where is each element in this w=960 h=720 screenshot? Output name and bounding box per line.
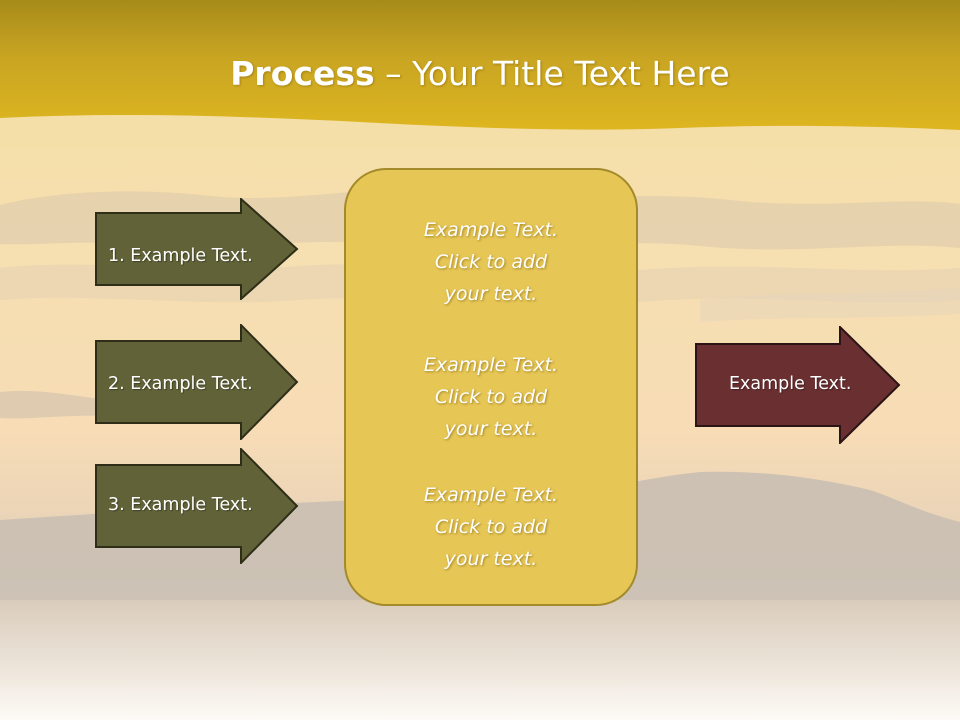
title-rest: Your Title Text Here	[412, 54, 730, 93]
center-text-line: Click to add	[434, 386, 548, 408]
center-text-box[interactable]: Example Text. Click to add your text. Ex…	[344, 168, 638, 606]
center-text-line: your text.	[444, 418, 538, 440]
center-text-line: your text.	[444, 548, 538, 570]
center-text-line: Example Text.	[423, 219, 559, 241]
center-text-line: Example Text.	[423, 354, 559, 376]
center-text-block-2: Example Text. Click to add your text.	[346, 349, 636, 445]
center-text-block-1: Example Text. Click to add your text.	[346, 214, 636, 310]
step-arrow-1[interactable]	[95, 198, 299, 300]
step-arrow-3[interactable]	[95, 448, 299, 564]
center-text-line: Click to add	[434, 251, 548, 273]
center-text-line: Click to add	[434, 516, 548, 538]
center-text-block-3: Example Text. Click to add your text.	[346, 479, 636, 575]
title-bold: Process	[230, 54, 375, 93]
output-arrow[interactable]	[695, 326, 901, 444]
step-label-3: 3. Example Text.	[108, 495, 253, 515]
center-text-line: Example Text.	[423, 484, 559, 506]
step-arrow-2[interactable]	[95, 324, 299, 440]
title-dash: –	[374, 54, 413, 93]
slide-title: Process – Your Title Text Here	[0, 50, 960, 98]
step-label-2: 2. Example Text.	[108, 374, 253, 394]
output-label: Example Text.	[729, 374, 852, 394]
step-label-1: 1. Example Text.	[108, 246, 253, 266]
center-text-line: your text.	[444, 283, 538, 305]
